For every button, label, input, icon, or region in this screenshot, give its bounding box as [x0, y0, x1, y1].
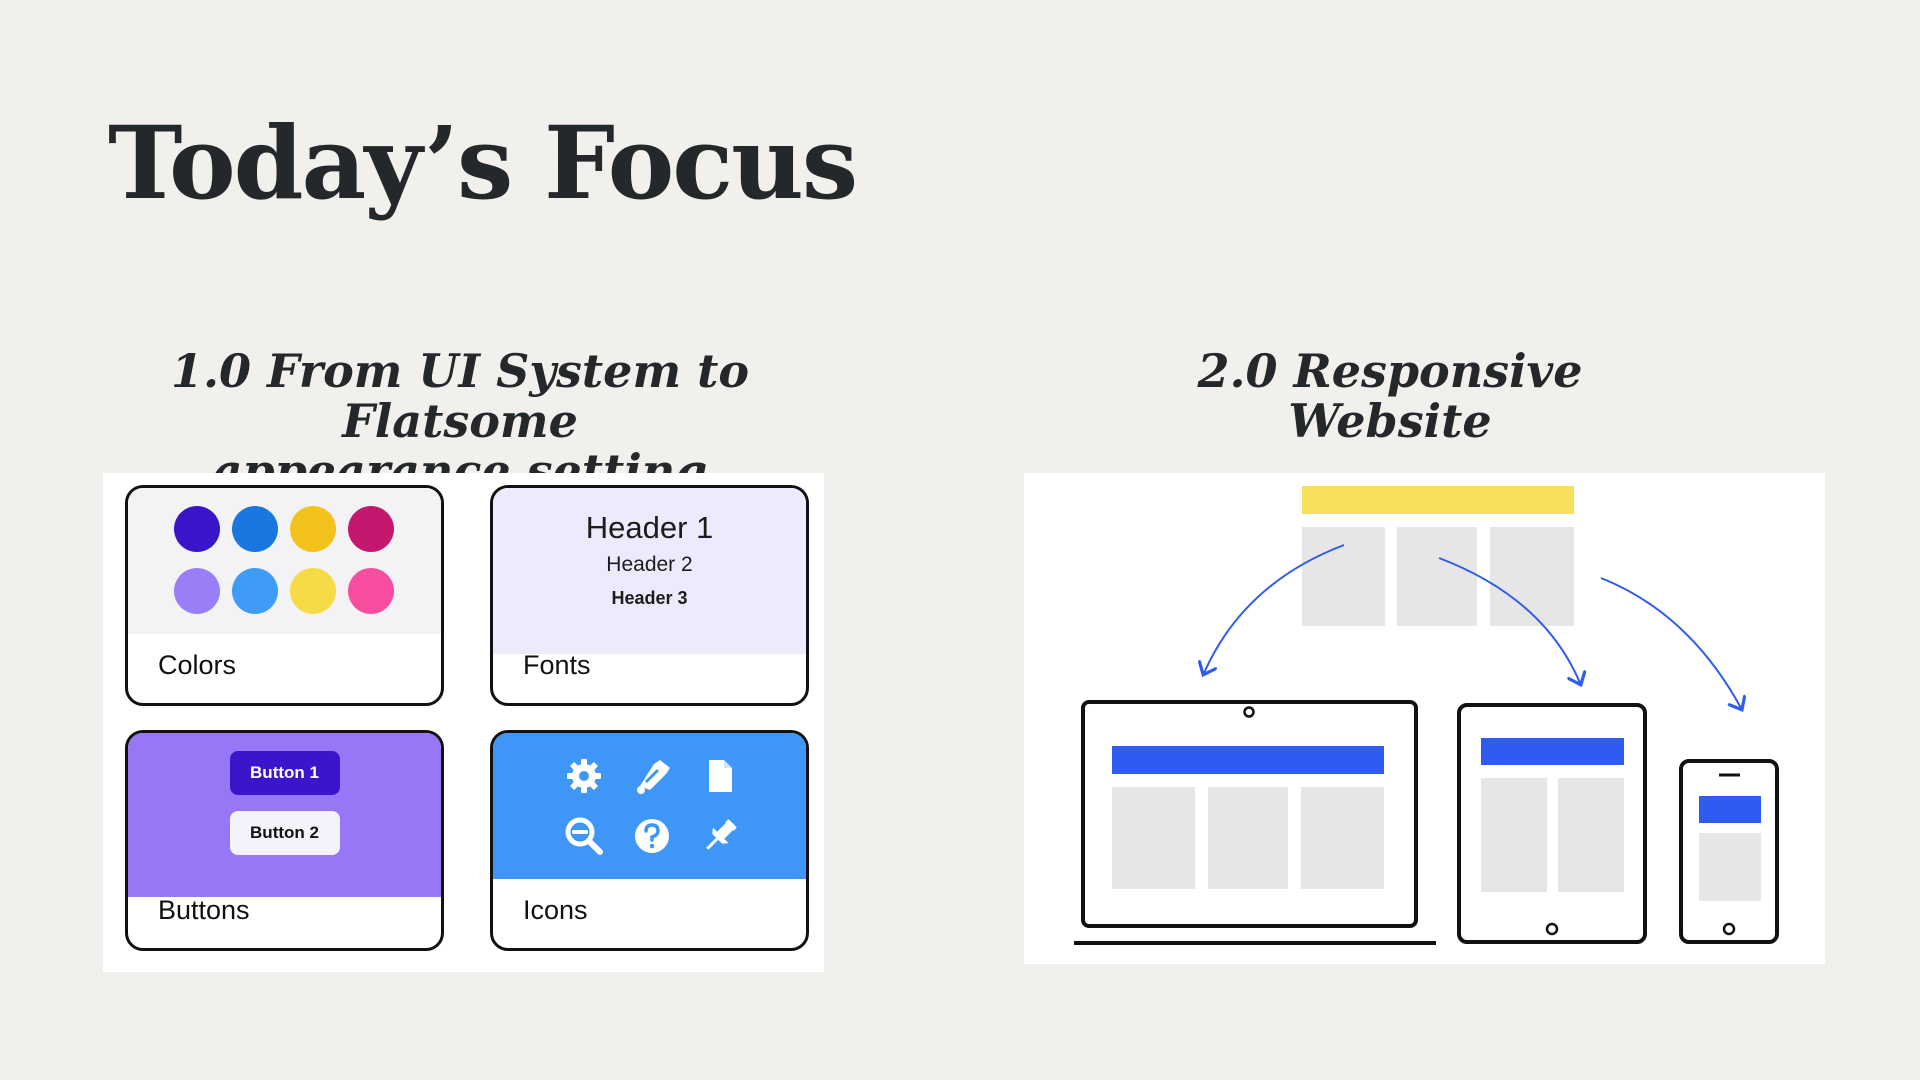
color-swatch: [290, 506, 336, 552]
source-column: [1490, 527, 1574, 626]
laptop-camera: [1243, 706, 1255, 718]
slide-title: Today’s Focus: [108, 104, 858, 222]
tablet-home-button: [1545, 922, 1559, 936]
buttons-label: Buttons: [158, 895, 250, 925]
ui-system-image: Colors Header 1 Header 2 Header 3 Fonts …: [103, 473, 824, 972]
arrow-to-phone: [1600, 577, 1741, 708]
source-column: [1397, 527, 1477, 626]
header-2-sample: Header 2: [606, 553, 693, 576]
colors-label: Colors: [158, 650, 237, 680]
laptop-header-bar: [1112, 746, 1384, 774]
icons-sample-area: [493, 733, 806, 879]
color-swatches: [174, 506, 394, 614]
file-icon: [697, 753, 743, 799]
section-2-line-1: 2.0 Responsive Website: [1197, 344, 1583, 448]
phone-header-bar: [1699, 796, 1761, 823]
arrow-to-laptop: [1204, 544, 1345, 673]
icons-card: Icons: [490, 730, 809, 951]
pin-icon: [697, 813, 743, 859]
color-swatch: [348, 568, 394, 614]
paint-icon: [629, 753, 675, 799]
section-1-line-1: 1.0 From UI System to Flatsome: [170, 344, 750, 448]
tablet-column: [1558, 778, 1624, 892]
header-3-sample: Header 3: [611, 588, 688, 608]
laptop-column: [1301, 787, 1384, 889]
color-swatch: [174, 568, 220, 614]
color-swatch: [174, 506, 220, 552]
phone-content: [1699, 833, 1761, 901]
source-column: [1302, 527, 1385, 626]
sample-button-2: Button 2: [229, 811, 340, 855]
responsive-diagram: [1074, 486, 1779, 945]
buttons-card: Button 1 Button 2 Buttons: [125, 730, 444, 951]
responsive-illustration: [1024, 473, 1825, 964]
buttons-sample-area: Button 1 Button 2: [128, 733, 441, 897]
colors-card: Colors: [125, 485, 444, 706]
header-1-sample: Header 1: [585, 510, 714, 545]
laptop-column: [1112, 787, 1195, 889]
section-2-heading: 2.0 Responsive Website: [1100, 346, 1680, 446]
tablet-header-bar: [1481, 738, 1624, 765]
color-swatch: [232, 568, 278, 614]
zoom-out-icon: [561, 813, 607, 859]
colors-swatch-area: [128, 488, 441, 634]
icons-label: Icons: [523, 895, 588, 925]
tablet-column: [1481, 778, 1547, 892]
sample-button-1: Button 1: [229, 751, 340, 795]
icon-grid: [561, 753, 743, 859]
laptop-column: [1208, 787, 1288, 889]
color-swatch: [348, 506, 394, 552]
color-swatch: [232, 506, 278, 552]
fonts-label: Fonts: [523, 650, 591, 680]
arrow-to-tablet: [1438, 557, 1580, 683]
gear-icon: [561, 753, 607, 799]
phone-home-button: [1722, 922, 1736, 936]
help-icon: [629, 813, 675, 859]
fonts-sample-area: Header 1 Header 2 Header 3: [493, 488, 806, 654]
source-header-bar: [1302, 486, 1574, 514]
fonts-card: Header 1 Header 2 Header 3 Fonts: [490, 485, 809, 706]
color-swatch: [290, 568, 336, 614]
